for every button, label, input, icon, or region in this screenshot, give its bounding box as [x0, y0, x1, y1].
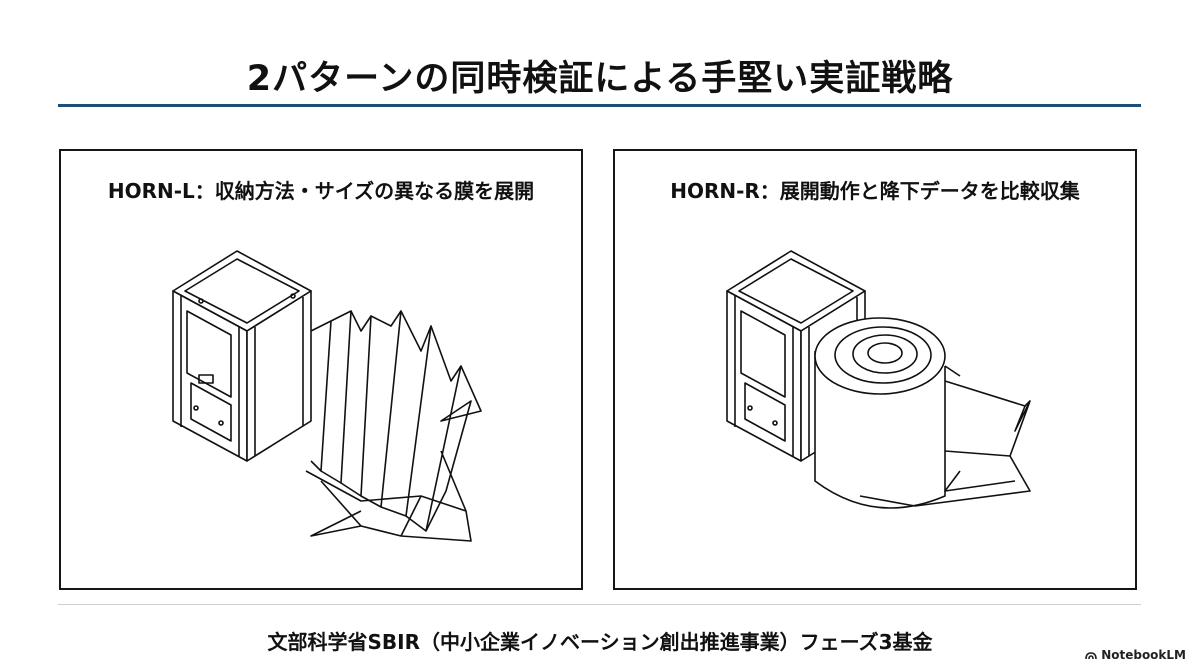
notebooklm-brand: NotebookLM — [1085, 648, 1186, 662]
cubesat-accordion-illustration — [172, 250, 482, 542]
panel-caption-horn-l: HORN-L：収納方法・サイズの異なる膜を展開 — [107, 179, 535, 203]
notebooklm-icon — [1085, 651, 1097, 659]
panel-caption-horn-r: HORN-R：展開動作と降下データを比較収集 — [670, 179, 1080, 203]
panel-horn-r: HORN-R：展開動作と降下データを比較収集 — [613, 149, 1137, 590]
cubesat-roll-illustration — [726, 250, 1031, 509]
rolled-membrane-icon — [814, 317, 1031, 509]
title-underline — [58, 104, 1141, 107]
slide-title: 2パターンの同時検証による手堅い実証戦略 — [246, 59, 954, 99]
footer-divider — [58, 604, 1141, 605]
cubesat-icon — [172, 250, 312, 462]
accordion-membrane-icon — [305, 310, 482, 542]
funding-footer: 文部科学省SBIR（中小企業イノベーション創出推進事業）フェーズ3基金 — [267, 630, 933, 654]
brand-label: NotebookLM — [1101, 648, 1186, 662]
panel-horn-l: HORN-L：収納方法・サイズの異なる膜を展開 — [59, 149, 583, 590]
